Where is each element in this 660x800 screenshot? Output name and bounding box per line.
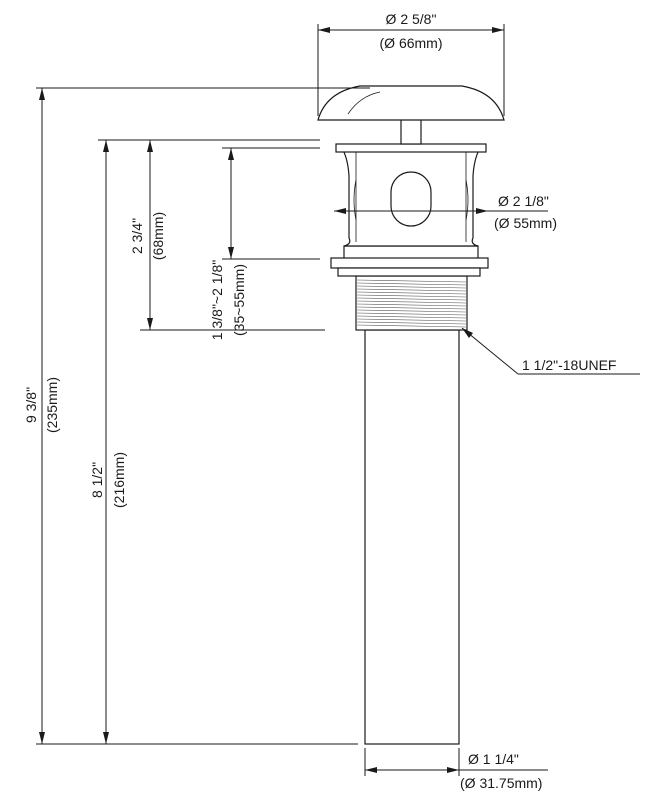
tail-diameter-metric: (Ø 31.75mm) [460, 775, 542, 791]
tail-pipe [364, 329, 460, 745]
threaded-section [355, 275, 468, 331]
dimension-cap-diameter: Ø 2 5/8" (Ø 66mm) [317, 11, 505, 116]
dimension-body-height: 8 1/2" (216mm) [89, 140, 127, 744]
pop-up-body [335, 143, 487, 247]
cap-diameter-metric: (Ø 66mm) [380, 35, 443, 51]
dimension-flange-height: 2 3/4" (68mm) [129, 140, 166, 330]
dimension-body-diameter: Ø 2 1/8" (Ø 55mm) [334, 193, 557, 231]
body-height-imperial: 8 1/2" [89, 462, 105, 498]
dimension-thread-range: 1 3/8"~2 1/8" (35~55mm) [209, 148, 247, 340]
body-height-metric: (216mm) [111, 452, 127, 508]
tail-diameter-imperial: Ø 1 1/4" [468, 751, 519, 767]
thread-spec-label: 1 1/2"-18UNEF [522, 357, 616, 373]
thread-range-metric: (35~55mm) [231, 264, 247, 336]
body-diameter-imperial: Ø 2 1/8" [498, 193, 549, 209]
thread-range-imperial: 1 3/8"~2 1/8" [209, 260, 225, 340]
flange-height-imperial: 2 3/4" [129, 218, 145, 254]
cap-diameter-imperial: Ø 2 5/8" [386, 11, 437, 27]
flange [330, 245, 489, 277]
thread-callout: 1 1/2"-18UNEF [461, 327, 640, 375]
stem [400, 117, 422, 145]
overflow-slot [390, 171, 432, 227]
flange-height-metric: (68mm) [150, 212, 166, 260]
overall-height-metric: (235mm) [44, 377, 60, 433]
body-diameter-metric: (Ø 55mm) [494, 215, 557, 231]
pop-up-cap [317, 85, 505, 121]
dimension-tail-diameter: Ø 1 1/4" (Ø 31.75mm) [364, 748, 548, 791]
dimension-overall-height: 9 3/8" (235mm) [23, 88, 60, 744]
drain-assembly [317, 85, 505, 745]
overall-height-imperial: 9 3/8" [23, 387, 39, 423]
